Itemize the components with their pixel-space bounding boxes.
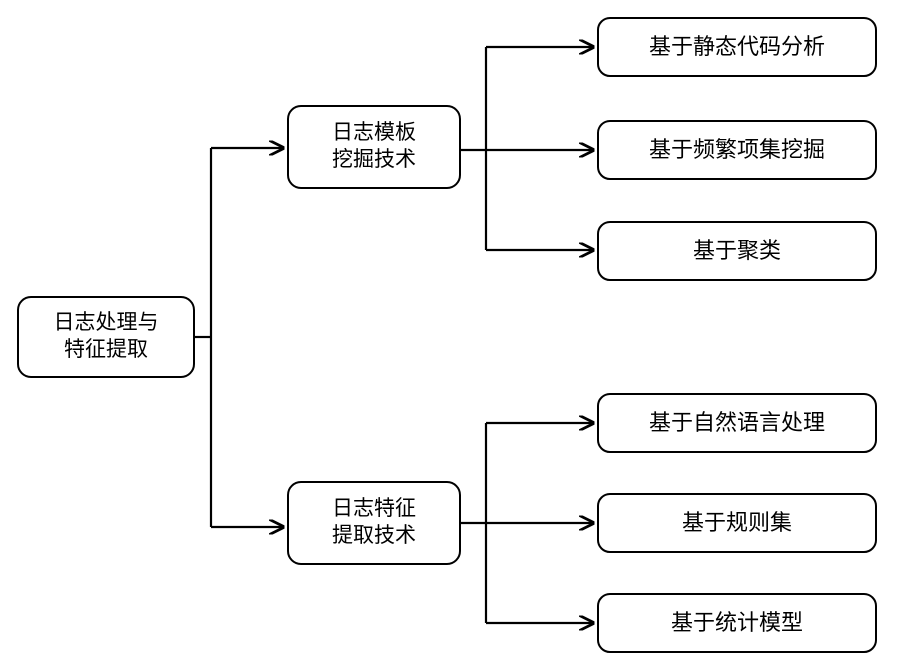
node-leaf-label: 基于频繁项集挖掘: [648, 136, 825, 162]
node-leaf-label: 基于静态代码分析: [648, 33, 825, 59]
node-root-label: 日志处理与 特征提取: [53, 311, 159, 361]
node-branch-log-feature-extraction[interactable]: 日志特征 提取技术: [287, 481, 461, 565]
node-branch-label: 日志模板 挖掘技术: [332, 121, 416, 171]
node-leaf-frequent-itemset-mining[interactable]: 基于频繁项集挖掘: [597, 120, 877, 180]
node-leaf-label: 基于聚类: [692, 237, 781, 263]
node-leaf-rule-set[interactable]: 基于规则集: [597, 493, 877, 553]
node-leaf-static-code-analysis[interactable]: 基于静态代码分析: [597, 17, 877, 77]
node-leaf-label: 基于自然语言处理: [648, 409, 825, 435]
node-branch-log-template-mining[interactable]: 日志模板 挖掘技术: [287, 105, 461, 189]
node-leaf-statistical-model[interactable]: 基于统计模型: [597, 593, 877, 653]
node-leaf-label: 基于规则集: [681, 509, 792, 535]
node-branch-label: 日志特征 提取技术: [332, 497, 416, 547]
node-leaf-label: 基于统计模型: [670, 609, 803, 635]
node-leaf-nlp[interactable]: 基于自然语言处理: [597, 393, 877, 453]
node-leaf-clustering[interactable]: 基于聚类: [597, 221, 877, 281]
node-root[interactable]: 日志处理与 特征提取: [17, 296, 195, 378]
